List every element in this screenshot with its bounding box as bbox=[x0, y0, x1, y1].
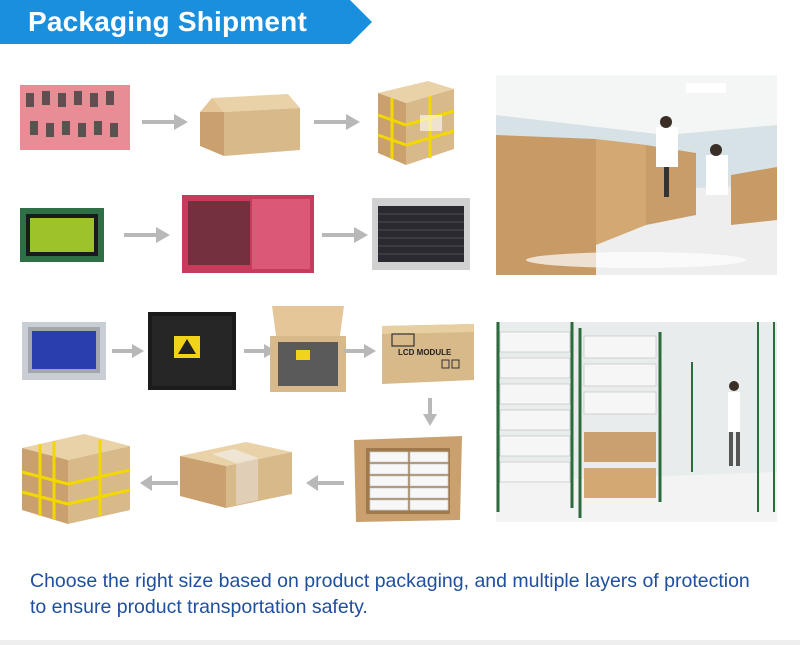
arrow-right-icon bbox=[124, 227, 170, 243]
photo-warehouse-shelves bbox=[496, 322, 777, 522]
photo-carton-tape-strip bbox=[176, 436, 296, 512]
arrow-right-icon bbox=[112, 344, 144, 358]
footer-strip bbox=[0, 640, 800, 645]
arrow-left-icon bbox=[140, 475, 178, 491]
photo-module-tray bbox=[372, 198, 470, 270]
photo-black-esd-bag bbox=[148, 308, 236, 392]
photo-lcd-module-green bbox=[20, 208, 104, 262]
section-title: Packaging Shipment bbox=[28, 6, 307, 37]
photo-closed-carton bbox=[198, 90, 302, 160]
arrow-right-icon bbox=[344, 344, 376, 358]
photo-strapped-carton bbox=[18, 428, 132, 528]
photo-components-in-bag bbox=[20, 85, 130, 150]
arrow-right-icon bbox=[142, 114, 188, 130]
arrow-left-icon bbox=[306, 475, 344, 491]
photo-open-carton-filled bbox=[352, 432, 464, 524]
caption-text: Choose the right size based on product p… bbox=[30, 570, 750, 618]
photo-lcd-module-blue bbox=[22, 322, 106, 380]
photo-esd-bag bbox=[182, 195, 314, 273]
arrow-right-icon bbox=[322, 227, 368, 243]
section-title-banner: Packaging Shipment bbox=[0, 0, 372, 44]
photo-taped-carton bbox=[372, 75, 458, 167]
photo-labeled-box: LCD MODULE bbox=[378, 320, 478, 388]
photo-warehouse-packing bbox=[496, 75, 777, 275]
box-label-text: LCD MODULE bbox=[398, 348, 452, 357]
arrow-right-icon bbox=[314, 114, 360, 130]
arrow-down-icon bbox=[423, 398, 437, 426]
photo-open-mailer-box bbox=[266, 300, 350, 396]
